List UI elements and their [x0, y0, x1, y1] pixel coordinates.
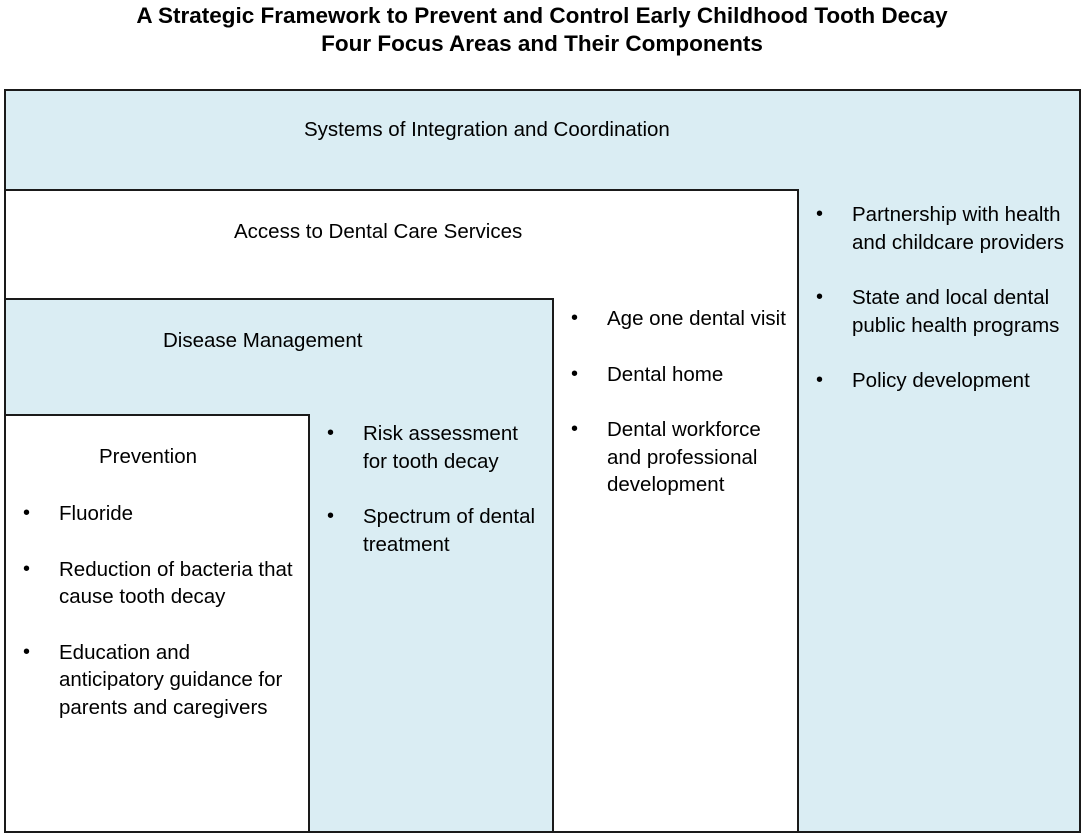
list-item: • Dental workforce and professional deve…: [571, 418, 761, 496]
bullet-icon: •: [23, 640, 31, 663]
disease-heading: Disease Management: [163, 329, 363, 352]
bullet-icon: •: [571, 418, 579, 440]
bullet-icon: •: [571, 362, 579, 385]
bullet-icon: •: [816, 286, 824, 308]
list-item: • Fluoride: [15, 500, 295, 528]
bullet-icon: •: [327, 505, 335, 527]
title-line-1: A Strategic Framework to Prevent and Con…: [136, 3, 948, 28]
list-item: • Partnership with health and childcare …: [816, 203, 1064, 254]
list-item: • Dental home: [563, 361, 793, 389]
list-item: • Education and anticipatory guidance fo…: [23, 640, 283, 719]
list-item: • Spectrum of dental treatment: [327, 505, 536, 556]
bullet-icon: •: [816, 369, 824, 391]
list-item: • Policy development: [808, 367, 1074, 395]
bullet-icon: •: [23, 502, 31, 524]
systems-list: • Partnership with health and childcare …: [808, 201, 1074, 395]
prevention-list: • Fluoride • Reduction of bacteria that …: [15, 500, 295, 721]
prevention-heading: Prevention: [99, 445, 198, 468]
bullet-icon: •: [816, 203, 824, 225]
bullet-icon: •: [23, 557, 31, 580]
access-list: • Age one dental visit • Dental home • D…: [563, 305, 793, 499]
list-item: • Age one dental visit: [563, 305, 793, 333]
prevention-box: [4, 414, 310, 833]
title-line-2: Four Focus Areas and Their Components: [321, 31, 763, 56]
list-item: • Reduction of bacteria that cause tooth…: [23, 557, 293, 609]
list-item: • Risk assessment for tooth decay: [327, 422, 518, 473]
list-item: • State and local dental public health p…: [816, 286, 1060, 337]
disease-list: • Risk assessment for tooth decay • Spec…: [319, 420, 544, 558]
bullet-icon: •: [571, 307, 579, 329]
diagram-title: A Strategic Framework to Prevent and Con…: [0, 2, 1084, 58]
bullet-icon: •: [327, 422, 335, 444]
systems-heading: Systems of Integration and Coordination: [304, 118, 670, 141]
access-heading: Access to Dental Care Services: [234, 220, 523, 243]
